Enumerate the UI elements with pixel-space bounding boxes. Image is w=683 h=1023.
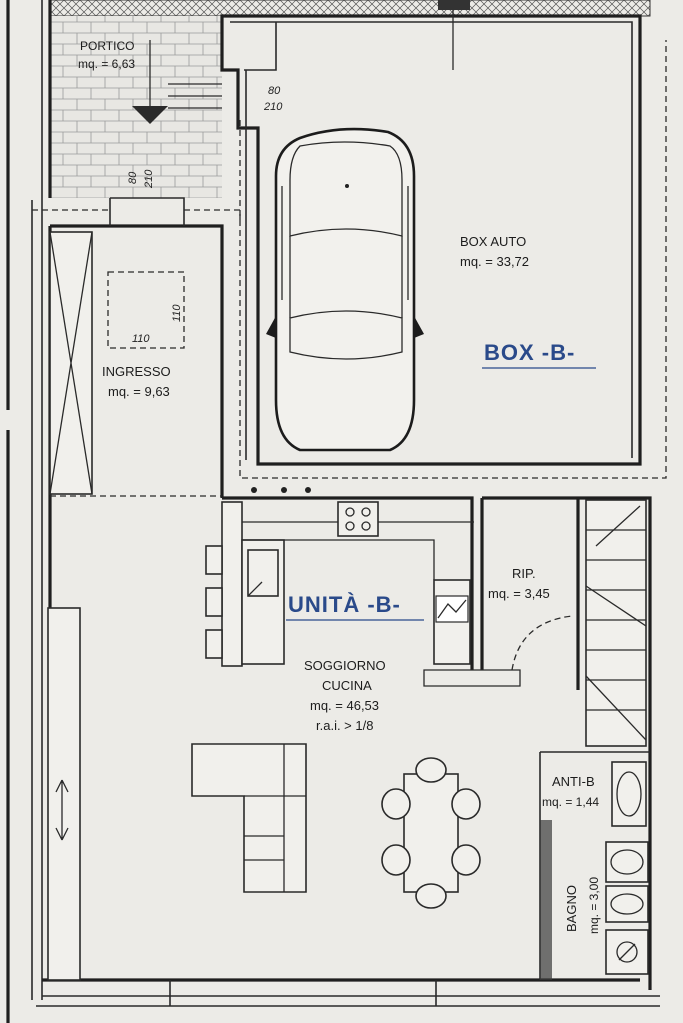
car-icon: [266, 127, 424, 452]
box-tag: BOX -B-: [484, 340, 575, 365]
rip-name: RIP.: [512, 566, 536, 581]
garage-door-height: 210: [263, 101, 283, 113]
box-auto-area: mq. = 33,72: [460, 254, 529, 269]
portico-area: mq. = 6,63: [78, 57, 135, 71]
shower-height: 110: [171, 304, 183, 322]
kitchen-block: [205, 501, 474, 667]
cucina-name: CUCINA: [322, 678, 372, 693]
shower-width: 110: [132, 333, 150, 345]
anti-b-area: mq. = 1,44: [542, 795, 599, 809]
soggiorno-name: SOGGIORNO: [304, 658, 386, 673]
living-walls: [42, 496, 652, 990]
cooktop-icon: [337, 501, 379, 537]
garage-door-width: 80: [268, 85, 281, 97]
ingresso-area: mq. = 9,63: [108, 384, 170, 399]
soggiorno-rai: r.a.i. > 1/8: [316, 718, 373, 733]
ingresso-name: INGRESSO: [102, 364, 171, 379]
sink-icon: [247, 549, 279, 597]
unita-tag: UNITÀ -B-: [288, 592, 401, 617]
bagno-name: BAGNO: [564, 885, 579, 932]
entry-door-height: 210: [143, 169, 155, 189]
shower-tray: [107, 271, 185, 349]
washbasin-icon: [611, 761, 647, 827]
bidet-icon: [605, 885, 649, 923]
dining-table-icon: [381, 757, 481, 909]
box-auto-name: BOX AUTO: [460, 234, 526, 249]
garage-dashed-outline: [239, 40, 667, 479]
bathroom-fixtures: [540, 761, 649, 980]
anti-b-name: ANTI-B: [552, 774, 595, 789]
bagno-area: mq. = 3,00: [587, 877, 601, 934]
soggiorno-area: mq. = 46,53: [310, 698, 379, 713]
rip-area: mq. = 3,45: [488, 586, 550, 601]
portico-name: PORTICO: [80, 39, 134, 53]
rip-door-swing: [511, 615, 573, 671]
entry-door-width: 80: [127, 171, 139, 184]
top-hatch-strip: [49, 0, 651, 17]
toilet-icon: [605, 841, 649, 883]
boiler-icon: [435, 595, 469, 623]
sofa-icon: [191, 743, 307, 893]
entry-arrow-icon: [132, 106, 168, 124]
stair-icon: [585, 499, 647, 747]
garage-walls: [220, 14, 642, 466]
